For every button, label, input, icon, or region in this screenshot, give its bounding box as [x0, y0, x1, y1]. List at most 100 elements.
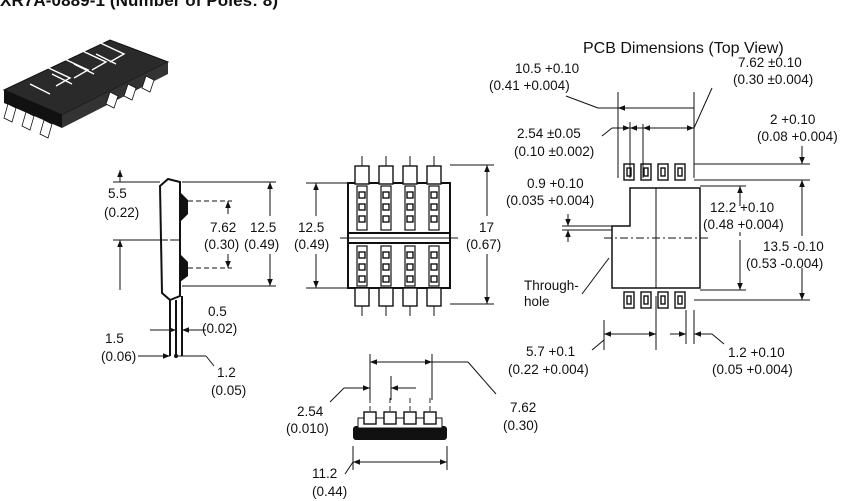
pcb-pad-hole [643, 295, 649, 305]
pcb-pad-hole [660, 295, 666, 305]
dim-1-5-inch: (0.06) [101, 349, 136, 364]
dim-5-7-inch: (0.22 +0.004) [508, 362, 589, 377]
contact-slot [356, 245, 368, 287]
dim-12-5-side: 12.5 [250, 220, 276, 235]
contact-mark [358, 215, 366, 223]
dim-2-inch: (0.08 +0.004) [757, 129, 838, 144]
dim-2: 2 +0.10 [770, 112, 815, 127]
dim-7-62-front: 7.62 [510, 400, 536, 415]
bottom-pin [378, 287, 394, 307]
pcb-layout: 10.5 +0.10 (0.41 +0.004) 7.62 ±0.10 (0.3… [489, 55, 838, 377]
dim-0-5: 0.5 [208, 304, 227, 319]
pcb-pad-hole [660, 167, 666, 177]
pcb-pad-hole [643, 167, 649, 177]
contact-mark [382, 191, 390, 199]
contact-mark [406, 203, 414, 211]
top-pin [378, 165, 394, 185]
dim-5-5: 5.5 [108, 186, 127, 201]
dim-1-2-inch: (0.05) [211, 383, 246, 398]
contact-mark [430, 275, 438, 283]
dim-17-inch: (0.67) [466, 237, 501, 252]
contact-mark [358, 275, 366, 283]
front-pin [363, 411, 377, 425]
connector-photo [2, 39, 170, 139]
contact-mark [406, 263, 414, 271]
dim-10-5: 10.5 +0.10 [515, 61, 579, 76]
contact-slot [380, 185, 392, 231]
dim-12-2-inch: (0.48 +0.004) [703, 217, 784, 232]
top-pin [402, 165, 418, 185]
dim-2-54-pcb-inch: (0.10 ±0.002) [514, 144, 594, 159]
dim-2-54-front: 2.54 [297, 404, 324, 419]
contact-mark [382, 215, 390, 223]
dim-0-9: 0.9 +0.10 [527, 176, 584, 191]
dim-2-54-front-inch: (0.010) [286, 421, 329, 436]
contact-mark [358, 263, 366, 271]
contact-mark [382, 251, 390, 259]
contact-mark [406, 191, 414, 199]
top-pin [354, 165, 370, 185]
pcb-dimensions-title: PCB Dimensions (Top View) [583, 40, 784, 57]
front-view: 7.62 (0.30) 2.54 (0.010) 11.2 (0.44) [286, 354, 538, 499]
dim-1-2-pcb: 1.2 +0.10 [728, 345, 785, 360]
contact-mark [430, 215, 438, 223]
dim-13-5: 13.5 -0.10 [763, 239, 824, 254]
contact-mark [430, 263, 438, 271]
pcb-pad-hole [677, 167, 683, 177]
contact-mark [382, 203, 390, 211]
dim-11-2-inch: (0.44) [312, 484, 347, 499]
contact-slot [380, 245, 392, 287]
dim-10-5-inch: (0.41 +0.004) [489, 78, 570, 93]
contact-mark [406, 215, 414, 223]
dim-12-2: 12.2 +0.10 [710, 200, 774, 215]
dim-5-5-inch: (0.22) [104, 205, 139, 220]
contact-mark [406, 251, 414, 259]
contact-mark [358, 251, 366, 259]
through-hole-label: Through- [524, 278, 579, 293]
contact-slot [404, 245, 416, 287]
top-view: 12.5 (0.49) 17 (0.67) [294, 156, 501, 316]
contact-slot [356, 185, 368, 231]
dim-11-2: 11.2 [312, 466, 337, 481]
through-hole-label-2: hole [524, 294, 550, 309]
pcb-pad-hole [626, 295, 632, 305]
dim-2-54-pcb: 2.54 ±0.05 [517, 126, 581, 141]
dim-12-5-top-inch: (0.49) [294, 237, 329, 252]
dim-0-5-inch: (0.02) [202, 321, 237, 336]
bottom-pin [426, 287, 442, 307]
dim-1-2-pcb-inch: (0.05 +0.004) [712, 362, 793, 377]
dim-7-62-pcb: 7.62 ±0.10 [738, 55, 802, 70]
dim-12-5-top: 12.5 [298, 220, 324, 235]
contact-mark [382, 263, 390, 271]
side-view: 5.5 (0.22) 7.62 (0.30) 12.5 (0.49) 0.5 (… [101, 170, 279, 398]
dim-1-5: 1.5 [105, 331, 124, 346]
dim-1-2: 1.2 [217, 365, 236, 380]
dim-0-9-inch: (0.035 +0.004) [506, 193, 594, 208]
front-pin [383, 411, 397, 425]
dim-5-7: 5.7 +0.1 [526, 344, 575, 359]
contact-mark [430, 203, 438, 211]
dim-7-62-inch: (0.30) [204, 237, 239, 252]
bottom-pin [354, 287, 370, 307]
front-pin [403, 411, 417, 425]
dim-7-62-front-inch: (0.30) [503, 418, 538, 433]
top-pin [426, 165, 442, 185]
page-title: XR7A-0889-1 (Number of Poles: 8) [0, 0, 279, 10]
dim-7-62: 7.62 [210, 220, 236, 235]
bottom-pin [402, 287, 418, 307]
contact-mark [358, 203, 366, 211]
dim-17: 17 [479, 220, 494, 235]
dim-7-62-pcb-inch: (0.30 ±0.004) [733, 72, 813, 87]
contact-mark [382, 275, 390, 283]
dim-13-5-inch: (0.53 -0.004) [746, 256, 823, 271]
contact-mark [358, 191, 366, 199]
contact-slot [404, 185, 416, 231]
pcb-pad-hole [677, 295, 683, 305]
pcb-pad-hole [626, 167, 632, 177]
front-pin [423, 411, 437, 425]
contact-mark [430, 191, 438, 199]
dim-12-5-side-inch: (0.49) [244, 237, 279, 252]
contact-mark [406, 275, 414, 283]
contact-mark [430, 251, 438, 259]
